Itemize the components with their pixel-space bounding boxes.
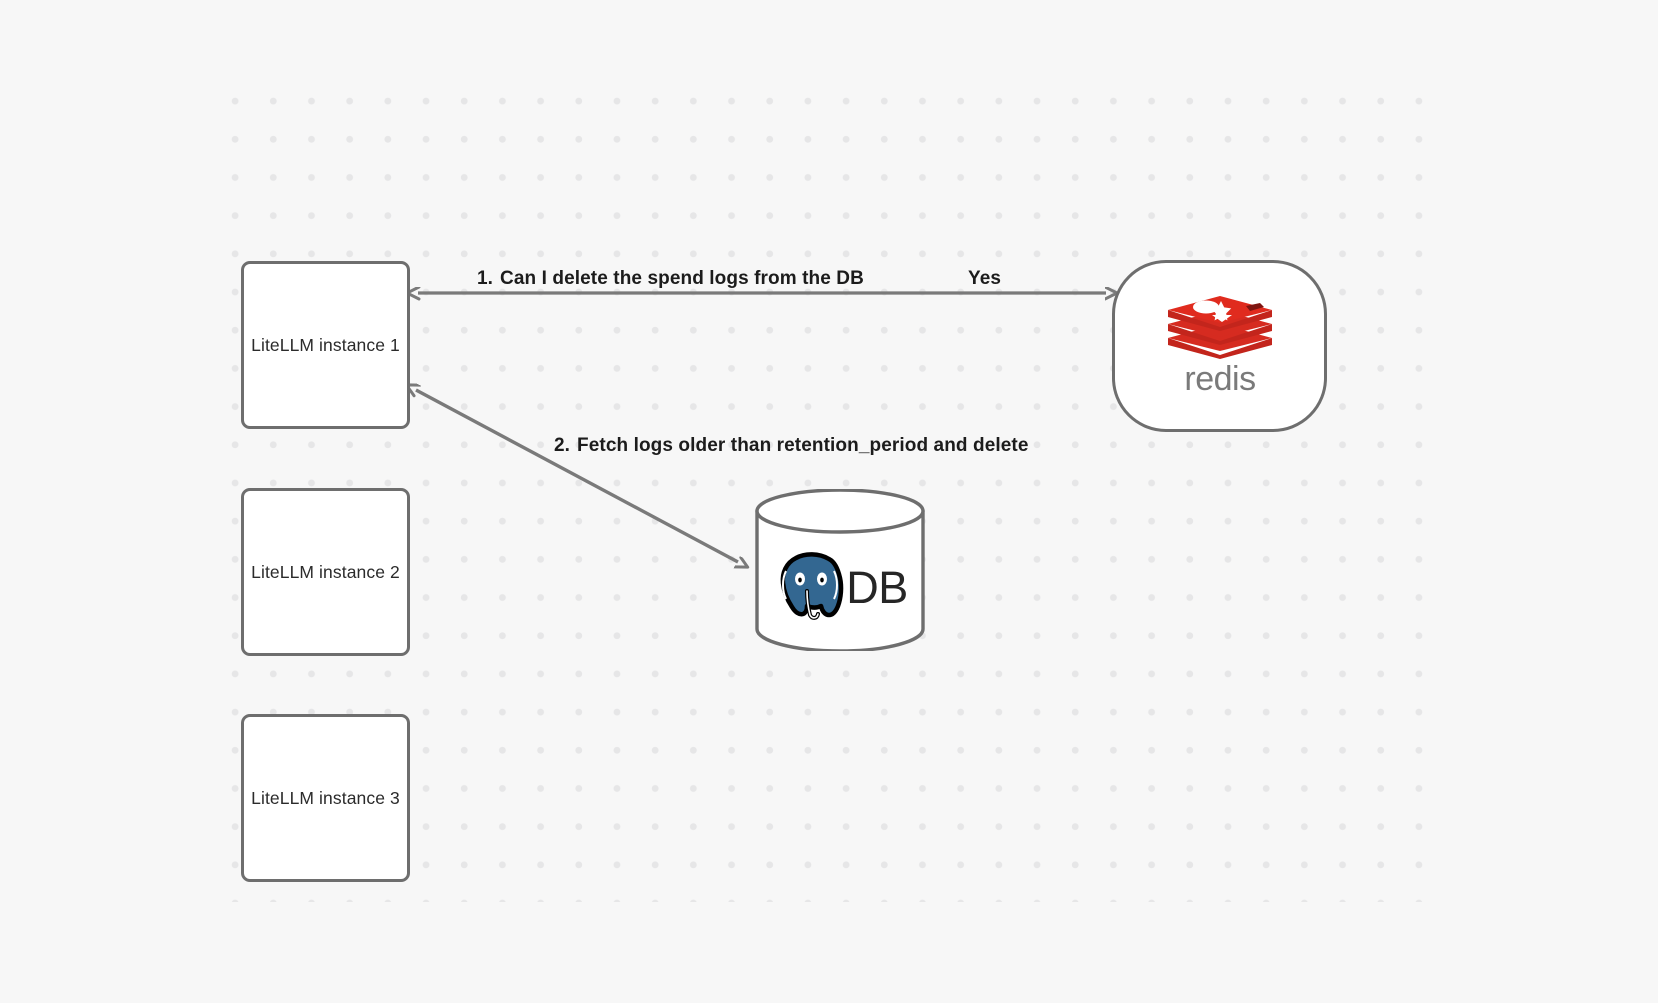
edge-label-question: 1. Can I delete the spend logs from the D… bbox=[477, 268, 864, 290]
postgresql-elephant-icon bbox=[780, 552, 844, 620]
redis-logo-icon: redis bbox=[1158, 290, 1282, 402]
redis-wordmark-icon: redis bbox=[1184, 360, 1256, 398]
edge-instance1-db bbox=[416, 390, 738, 562]
node-label: LiteLLM instance 2 bbox=[251, 561, 400, 582]
node-litellm-instance-2[interactable]: LiteLLM instance 2 bbox=[241, 488, 410, 656]
node-label: LiteLLM instance 3 bbox=[251, 787, 400, 808]
node-label: LiteLLM instance 1 bbox=[251, 334, 400, 355]
edge-label-fetch: 2. Fetch logs older than retention_period… bbox=[554, 435, 1029, 457]
edge-number: 1. bbox=[477, 268, 494, 289]
node-database[interactable]: DB bbox=[754, 489, 926, 651]
node-litellm-instance-3[interactable]: LiteLLM instance 3 bbox=[241, 714, 410, 882]
database-label: DB bbox=[846, 562, 908, 613]
edge-label-answer: Yes bbox=[968, 268, 1002, 289]
edge-text: Can I delete the spend logs from the DB bbox=[500, 268, 864, 289]
edge-number: 2. bbox=[554, 435, 571, 456]
svg-text:redis: redis bbox=[1184, 360, 1255, 398]
redis-stack-icon bbox=[1167, 296, 1272, 359]
node-redis[interactable]: redis bbox=[1112, 260, 1327, 432]
node-litellm-instance-1[interactable]: LiteLLM instance 1 bbox=[241, 261, 410, 429]
edge-text: Fetch logs older than retention_period a… bbox=[577, 435, 1029, 456]
